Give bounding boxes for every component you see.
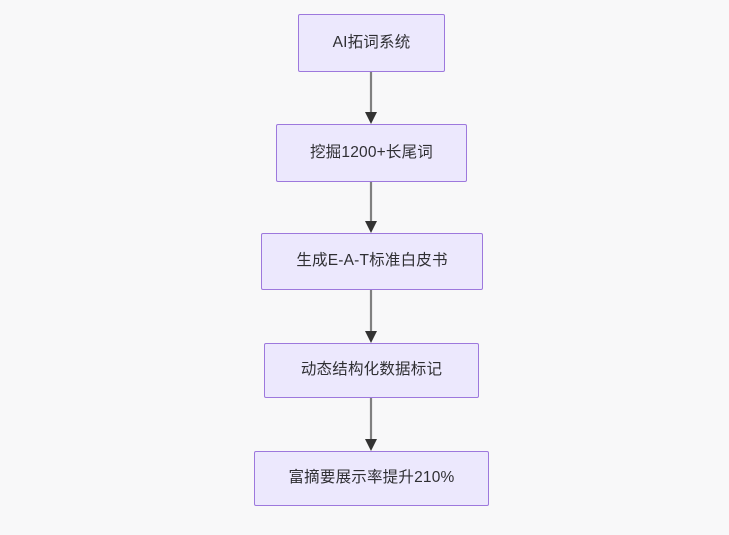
flow-node-ai-keyword-system[interactable]: AI拓词系统 [298, 14, 445, 72]
arrow-1-svg [365, 72, 377, 124]
flow-node-label: 生成E-A-T标准白皮书 [296, 252, 448, 270]
arrow-1-head-icon [365, 112, 377, 124]
flow-connector-arrow-1 [359, 72, 383, 124]
flow-node-dynamic-structured-data[interactable]: 动态结构化数据标记 [264, 343, 479, 398]
flow-node-label: AI拓词系统 [332, 33, 411, 51]
arrow-2-head-icon [365, 221, 377, 233]
flow-node-label: 挖掘1200+长尾词 [309, 143, 434, 161]
flow-node-label: 动态结构化数据标记 [300, 361, 443, 379]
flow-node-generate-eat-whitepaper[interactable]: 生成E-A-T标准白皮书 [261, 233, 483, 290]
flow-node-mine-longtail-keywords[interactable]: 挖掘1200+长尾词 [276, 124, 467, 182]
arrow-3-svg [365, 290, 377, 343]
arrow-4-svg [365, 398, 377, 451]
arrow-2-svg [365, 182, 377, 233]
arrow-4-head-icon [365, 439, 377, 451]
flow-node-label: 富摘要展示率提升210% [288, 469, 455, 487]
flow-connector-arrow-3 [359, 290, 383, 343]
flow-node-rich-snippet-result[interactable]: 富摘要展示率提升210% [254, 451, 489, 506]
arrow-3-head-icon [365, 331, 377, 343]
flow-connector-arrow-4 [359, 398, 383, 451]
flow-connector-arrow-2 [359, 182, 383, 233]
